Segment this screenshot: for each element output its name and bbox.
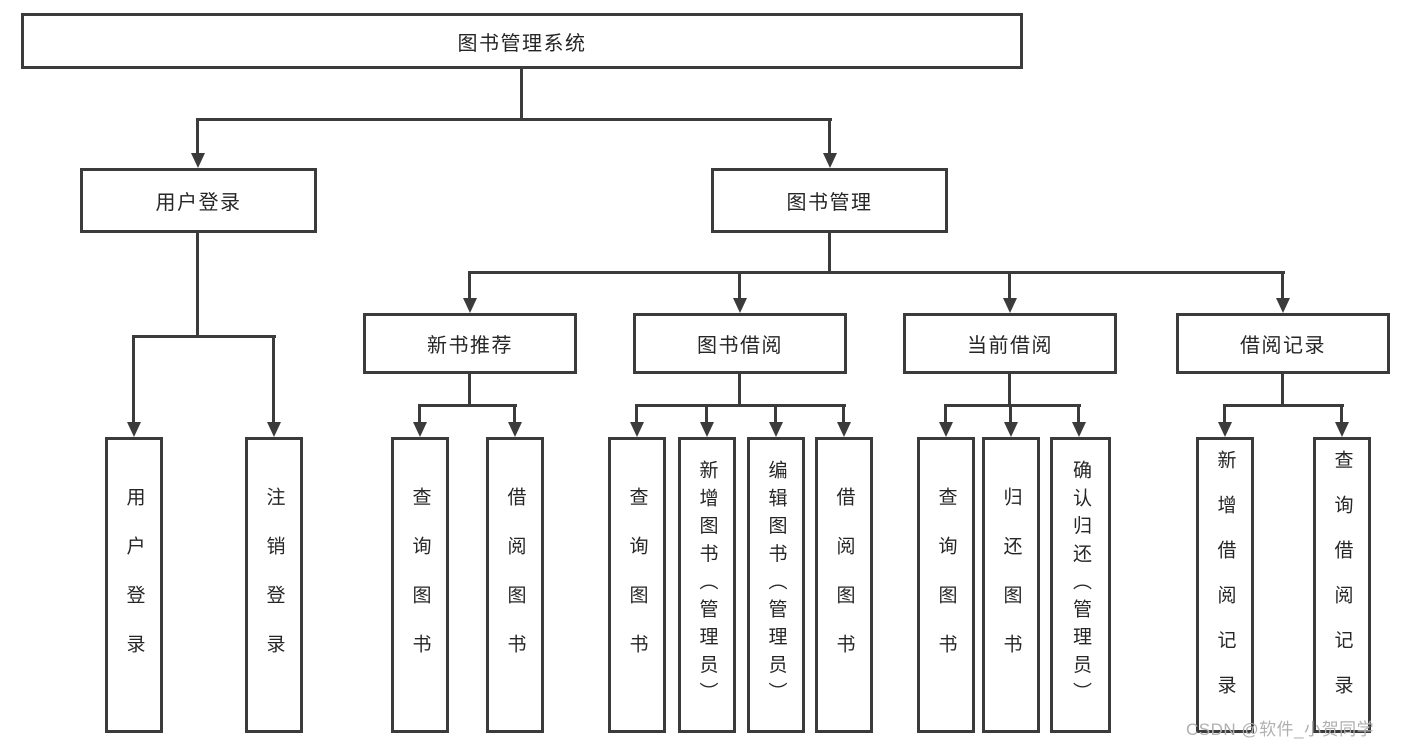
connector-line [1009, 404, 1012, 423]
leaf-query-borrow-record-label: 查询借阅记录 [1331, 450, 1353, 720]
node-current-borrow: 当前借阅 [903, 313, 1117, 374]
node-new-book-recommend-label: 新书推荐 [427, 335, 513, 357]
leaf-query-books-3-label: 查询图书 [935, 487, 957, 683]
connector-line [418, 404, 421, 423]
leaf-query-books-2: 查询图书 [608, 437, 666, 733]
connector-line [468, 271, 1285, 274]
leaf-borrow-books-2-label: 借阅图书 [833, 487, 855, 683]
connector-line [828, 118, 831, 156]
connector-line [132, 335, 276, 338]
connector-line [520, 69, 523, 120]
leaf-query-books-2-label: 查询图书 [626, 487, 648, 683]
connector-line [1008, 271, 1011, 300]
connector-line [738, 374, 741, 407]
arrow-down-icon [700, 422, 714, 437]
connector-line [944, 404, 1081, 407]
connector-line [944, 404, 947, 423]
node-root: 图书管理系统 [21, 13, 1023, 69]
connector-line [132, 335, 135, 423]
leaf-query-borrow-record: 查询借阅记录 [1313, 437, 1371, 733]
arrow-down-icon [1072, 422, 1086, 437]
node-root-label: 图书管理系统 [457, 32, 587, 55]
connector-line [635, 404, 846, 407]
leaf-query-books-1: 查询图书 [391, 437, 449, 733]
leaf-return-books: 归还图书 [982, 437, 1040, 733]
node-book-borrow-label: 图书借阅 [697, 335, 783, 357]
leaf-borrow-books-1: 借阅图书 [486, 437, 544, 733]
connector-line [1008, 374, 1011, 407]
arrow-down-icon [463, 298, 477, 313]
arrow-down-icon [1218, 422, 1232, 437]
leaf-return-books-label: 归还图书 [1000, 487, 1022, 683]
leaf-query-books-1-label: 查询图书 [409, 487, 431, 683]
connector-line [196, 118, 199, 156]
connector-line [468, 271, 471, 300]
csdn-watermark: CSDN @软件_小贺同学 [1186, 720, 1375, 739]
connector-line [418, 404, 517, 407]
arrow-down-icon [267, 422, 281, 437]
leaf-borrow-books-2: 借阅图书 [815, 437, 873, 733]
leaf-confirm-return-admin: 确认归还（管理员） [1050, 437, 1111, 733]
arrow-down-icon [823, 153, 837, 168]
connector-line [1077, 404, 1080, 423]
leaf-add-book-admin: 新增图书（管理员） [678, 437, 736, 733]
arrow-down-icon [508, 422, 522, 437]
node-user-login: 用户登录 [80, 168, 317, 233]
node-borrow-records: 借阅记录 [1176, 313, 1390, 374]
connector-line [1281, 374, 1284, 407]
arrow-down-icon [630, 422, 644, 437]
leaf-add-borrow-record: 新增借阅记录 [1196, 437, 1254, 733]
connector-line [513, 404, 516, 423]
connector-line [774, 404, 777, 423]
node-borrow-records-label: 借阅记录 [1240, 335, 1326, 357]
node-current-borrow-label: 当前借阅 [967, 335, 1053, 357]
leaf-add-book-admin-label: 新增图书（管理员） [696, 460, 718, 710]
connector-line [272, 335, 275, 423]
arrow-down-icon [1003, 298, 1017, 313]
arrow-down-icon [733, 298, 747, 313]
connector-line [738, 271, 741, 300]
leaf-logout: 注销登录 [245, 437, 303, 733]
node-user-login-label: 用户登录 [155, 192, 242, 214]
connector-line [842, 404, 845, 423]
arrow-down-icon [191, 153, 205, 168]
leaf-edit-book-admin: 编辑图书（管理员） [747, 437, 805, 733]
leaf-logout-label: 注销登录 [263, 487, 285, 683]
connector-line [196, 233, 199, 337]
leaf-edit-book-admin-label: 编辑图书（管理员） [765, 460, 787, 710]
leaf-query-books-3: 查询图书 [917, 437, 975, 733]
connector-line [196, 118, 832, 121]
connector-line [705, 404, 708, 423]
arrow-down-icon [1276, 298, 1290, 313]
leaf-add-borrow-record-label: 新增借阅记录 [1214, 450, 1236, 720]
node-book-management: 图书管理 [711, 168, 948, 233]
arrow-down-icon [127, 422, 141, 437]
arrow-down-icon [769, 422, 783, 437]
connector-line [468, 374, 471, 407]
connector-line [1281, 271, 1284, 300]
node-new-book-recommend: 新书推荐 [363, 313, 577, 374]
arrow-down-icon [939, 422, 953, 437]
arrow-down-icon [1335, 422, 1349, 437]
connector-line [828, 233, 831, 274]
connector-line [635, 404, 638, 423]
leaf-user-login: 用户登录 [105, 437, 163, 733]
connector-line [1223, 404, 1226, 423]
node-book-management-label: 图书管理 [786, 192, 873, 214]
connector-line [1340, 404, 1343, 423]
leaf-confirm-return-admin-label: 确认归还（管理员） [1070, 460, 1091, 710]
arrow-down-icon [837, 422, 851, 437]
connector-line [1223, 404, 1344, 407]
leaf-borrow-books-1-label: 借阅图书 [504, 487, 526, 683]
leaf-user-login-label: 用户登录 [123, 487, 145, 683]
node-book-borrow: 图书借阅 [633, 313, 847, 374]
arrow-down-icon [1004, 422, 1018, 437]
arrow-down-icon [413, 422, 427, 437]
